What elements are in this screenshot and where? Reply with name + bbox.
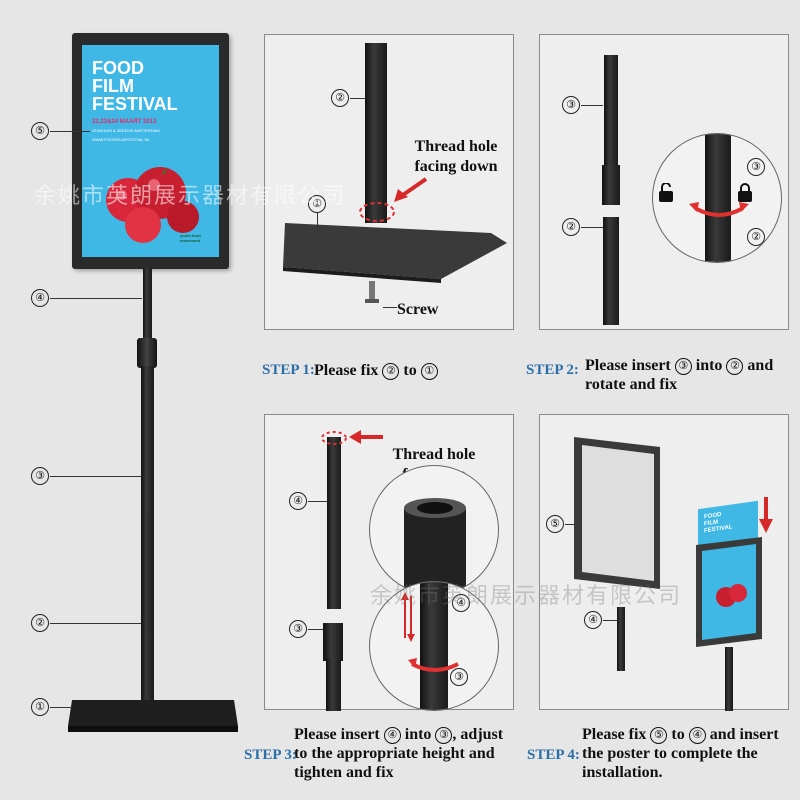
- watermark-top: 余姚市英朗展示器材有限公司: [34, 184, 347, 209]
- step2-detail-circle: ③ ②: [652, 133, 782, 263]
- stand-label-1: ①: [31, 698, 49, 716]
- step3-lower-tube: [326, 659, 341, 711]
- step3-label: STEP 3:: [244, 747, 297, 763]
- step2-text-num-2: ②: [726, 358, 744, 375]
- step2-label-2: ②: [562, 218, 580, 236]
- stand-label-5: ⑤: [31, 122, 49, 140]
- screw-icon: [365, 281, 379, 303]
- step4-text-num-5: ⑤: [650, 727, 668, 744]
- step1-panel: Thread hole facing down Screw ② ①: [264, 34, 514, 330]
- poster-venue: STADHUIS & ZEEDIJK AMSTERDAM: [92, 128, 160, 133]
- step4-empty-frame: [574, 437, 660, 589]
- step2-lower-tube: [603, 217, 619, 325]
- unlock-icon: [659, 183, 673, 202]
- step3-lower-tube-collar: [323, 623, 343, 661]
- step2-detail-label-3: ③: [747, 158, 765, 176]
- stand-label-3: ③: [31, 467, 49, 485]
- poster-title-line1: FOOD: [92, 58, 144, 78]
- watermark-bottom: 余姚市英朗展示器材有限公司: [370, 584, 683, 609]
- step4-assembled-pole: [725, 647, 733, 711]
- step2-detail-label-2: ②: [747, 228, 765, 246]
- poster-title-line2: FILM: [92, 76, 134, 96]
- step4-assembled-frame: [696, 537, 762, 647]
- step3-panel: ④ ③ Thread hole facing up ④ ③: [264, 414, 514, 711]
- poster-logo: youth food movement: [180, 233, 201, 243]
- step4-text: Please fix ⑤ to ④ and insert the poster …: [582, 726, 779, 781]
- step3-text-num-4: ④: [383, 727, 401, 744]
- poster: FOOD FILM FESTIVAL 22,23&24 MAART 2013 S…: [82, 45, 219, 257]
- step1-label-2: ②: [331, 89, 349, 107]
- step3-thread-highlight: [321, 431, 347, 445]
- step4-down-arrow-icon: [759, 497, 773, 533]
- stand-label-2: ②: [31, 614, 49, 632]
- step2-upper-tube: [604, 55, 618, 170]
- step1-thread-highlight: [359, 202, 395, 222]
- step1-screw-label: Screw: [397, 301, 439, 318]
- height-adjust-knob: [137, 338, 157, 368]
- up-down-arrow-icon: [401, 592, 415, 642]
- step3-upper-tube: [327, 437, 341, 609]
- step3-detail-label-3: ③: [450, 668, 468, 686]
- step2-label: STEP 2:: [526, 362, 579, 378]
- step4-label: STEP 4:: [527, 747, 580, 763]
- step2-text: Please insert ③ into ② and rotate and fi…: [585, 357, 774, 393]
- rotate-arrow-icon: [408, 658, 459, 672]
- step3-arrow-icon: [349, 430, 383, 444]
- step3-detail-label-4: ④: [452, 594, 470, 612]
- poster-url: WWW.FOODFILMFESTIVAL.NL: [92, 137, 150, 142]
- stand-pole-bottom: [141, 366, 154, 703]
- step4-panel: ⑤ ④ FOOD FILM FESTIVAL: [539, 414, 789, 711]
- step1-callout: Thread hole facing down: [414, 138, 498, 175]
- rotate-arrow-icon: [689, 202, 749, 217]
- step1-label-1: ①: [308, 195, 326, 213]
- step4-text-num-4: ④: [688, 727, 706, 744]
- step4-label-5: ⑤: [546, 515, 564, 533]
- step3-text-num-3: ③: [435, 727, 453, 744]
- step4-label-4: ④: [584, 611, 602, 629]
- step1-text: Please fix ② to ①: [314, 361, 438, 380]
- step2-text-num-3: ③: [674, 358, 692, 375]
- step3-label-4: ④: [289, 492, 307, 510]
- step2-panel: ③ ② ③ ②: [539, 34, 789, 330]
- step1-label: STEP 1:: [262, 362, 315, 378]
- step4-top-pole: [617, 607, 625, 671]
- tomatoes-image: [106, 167, 199, 243]
- step2-upper-tube-end: [602, 165, 620, 205]
- step1-base-plate: [283, 223, 507, 283]
- stand-label-4: ④: [31, 289, 49, 307]
- step3-label-3: ③: [289, 620, 307, 638]
- stand-base: [68, 700, 238, 732]
- step3-top-detail-circle: [369, 465, 499, 595]
- poster-date: 22,23&24 MAART 2013: [92, 119, 157, 125]
- stand-pole-top: [143, 268, 152, 343]
- step1-arrow-icon: [394, 177, 428, 202]
- poster-title-line3: FESTIVAL: [92, 94, 178, 114]
- step3-bottom-detail-circle: ④ ③: [369, 581, 499, 711]
- step3-text: Please insert ④ into ③, adjust to the ap…: [294, 726, 504, 781]
- step1-tube: [365, 43, 387, 223]
- step1-text-num-1: ①: [420, 363, 438, 380]
- lock-icon: [738, 183, 752, 202]
- step1-text-num-2: ②: [382, 363, 400, 380]
- step2-label-3: ③: [562, 96, 580, 114]
